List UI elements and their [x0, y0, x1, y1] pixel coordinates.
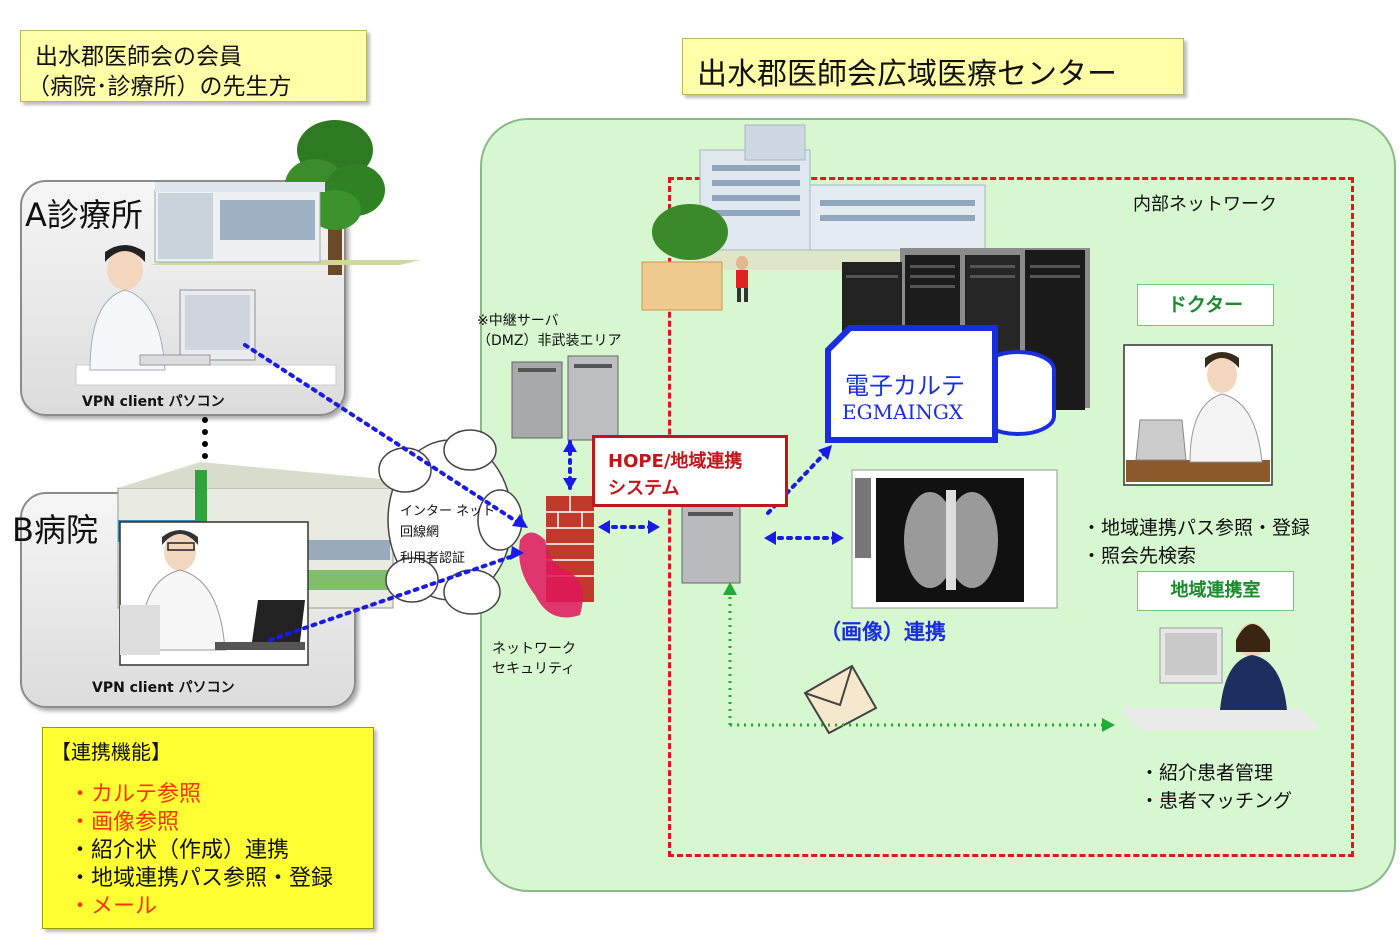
- relay-server-line1: ※中継サーバ: [477, 313, 559, 329]
- internal-network-border: [668, 177, 1354, 857]
- members-title-line2: （病院･診療所）の先生方: [27, 74, 292, 100]
- internal-network-label: 内部ネットワーク: [1133, 194, 1277, 215]
- xray-viewer-icon: [851, 469, 1058, 609]
- emr-database-icon: [825, 325, 1056, 443]
- network-security-line2: セキュリティ: [492, 661, 576, 677]
- hope-system-box: HOPE/地域連携 システム: [592, 435, 788, 507]
- center-doctor-icon: [1123, 344, 1273, 486]
- internet-line2: 回線網: [400, 525, 440, 540]
- site-connector-dots: [202, 417, 208, 459]
- functions-box: 【連携機能】 ・カルテ参照 ・画像参照 ・紹介状（作成）連携 ・地域連携パス参照…: [42, 727, 374, 929]
- internet-line1: インター ネット: [400, 504, 496, 519]
- function-item: ・メール: [69, 894, 158, 919]
- relay-server-icon: [511, 355, 619, 441]
- clinic-a-doctor-icon: [75, 245, 337, 386]
- doctor-feature: ・照会先検索: [1082, 545, 1197, 567]
- clinic-a-name: A診療所: [25, 196, 143, 234]
- functions-title: 【連携機能】: [51, 740, 171, 764]
- members-title-line1: 出水郡医師会の会員: [35, 44, 242, 70]
- network-link-arrows: [510, 440, 844, 560]
- firewall-icon: [519, 496, 594, 618]
- office-staff-icon: [1120, 623, 1320, 730]
- clinic-a-pc-label: VPN client パソコン: [82, 394, 225, 410]
- emr-line1: 電子カルテ: [845, 372, 965, 400]
- hope-server-icon: [681, 504, 741, 584]
- function-item: ・紹介状（作成）連携: [69, 838, 290, 863]
- relay-server-line2: （DMZ）非武装エリア: [477, 333, 622, 349]
- regional-office-feature: ・紹介患者管理: [1140, 762, 1274, 784]
- hospital-b-name: B病院: [12, 511, 98, 549]
- network-security-line1: ネットワーク: [492, 641, 576, 657]
- regional-office-label: 地域連携室: [1137, 571, 1294, 611]
- regional-office-feature: ・患者マッチング: [1140, 790, 1293, 812]
- hospital-b-doctor-icon: [120, 530, 305, 655]
- center-title-box: 出水郡医師会広域医療センター: [682, 38, 1184, 95]
- image-link-label: （画像）連携: [820, 620, 946, 644]
- mail-route-arrows: [723, 582, 1115, 732]
- doctor-feature: ・地域連携パス参照・登録: [1082, 517, 1311, 539]
- internet-line3: 利用者認証: [400, 551, 466, 566]
- mail-route: [728, 590, 1105, 727]
- hope-system-line2: システム: [608, 478, 680, 499]
- members-title-box: 出水郡医師会の会員 （病院･診療所）の先生方: [20, 30, 367, 102]
- network-links: [243, 343, 840, 642]
- function-item: ・画像参照: [69, 810, 180, 835]
- hospital-b-pc-label: VPN client パソコン: [92, 680, 235, 696]
- function-item: ・地域連携パス参照・登録: [69, 866, 334, 891]
- doctor-label: ドクター: [1137, 284, 1274, 326]
- emr-line2: EGMAINGX: [842, 400, 964, 424]
- center-title: 出水郡医師会広域医療センター: [697, 57, 1117, 92]
- mail-envelope-icon: [803, 664, 878, 735]
- hope-system-line1: HOPE/地域連携: [608, 451, 743, 472]
- internet-cloud-icon: [378, 429, 523, 615]
- function-item: ・カルテ参照: [69, 782, 202, 807]
- clinic-building-icon: [150, 182, 420, 265]
